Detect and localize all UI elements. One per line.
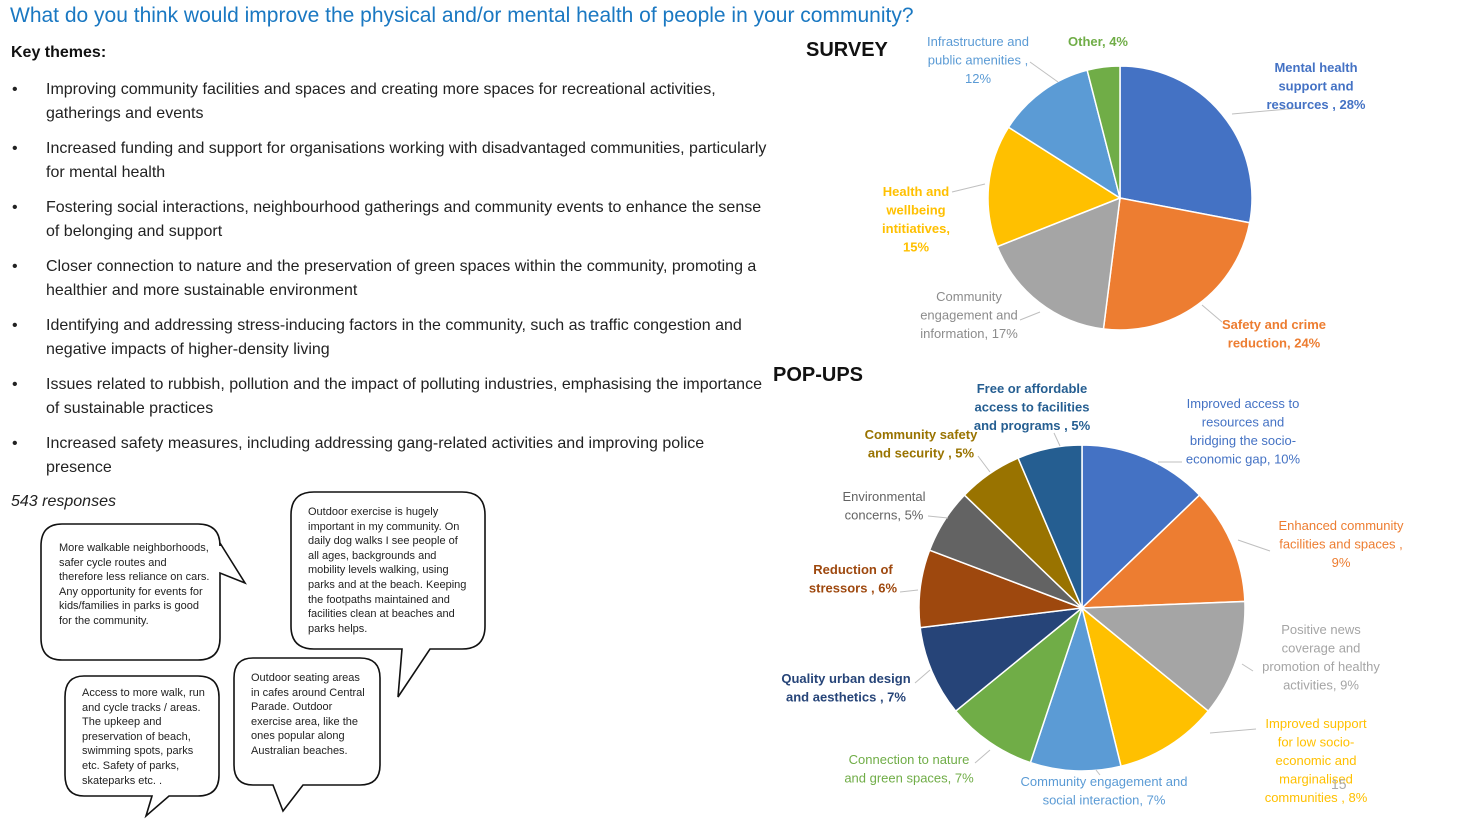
popups-leader-line [1053, 432, 1061, 447]
quote-text: Access to more walk, run and cycle track… [82, 687, 205, 787]
survey-slice [1119, 65, 1253, 224]
quote-bubble: Outdoor seating areas in cafes around Ce… [233, 657, 385, 815]
bullet-icon: • [12, 140, 18, 157]
themes-list: • Improving community facilities and spac… [12, 78, 772, 491]
bullet-icon: • [12, 199, 18, 216]
speech-bubble-icon [40, 523, 247, 661]
theme-item: • Identifying and addressing stress-induc… [12, 314, 772, 362]
survey-leader-line [951, 183, 986, 193]
quote-bubble: Outdoor exercise is hugely important in … [290, 491, 490, 701]
survey-slice-label: Other, 4% [1068, 34, 1128, 49]
popups-slice [1079, 600, 1246, 713]
theme-text: Issues related to rubbish, pollution and… [46, 376, 762, 417]
theme-text: Fostering social interactions, neighbour… [46, 199, 762, 240]
theme-text: Identifying and addressing stress-induci… [46, 317, 742, 358]
theme-item: • Closer connection to nature and the pre… [12, 255, 772, 303]
page-title: What do you think would improve the phys… [10, 4, 914, 27]
popups-slice [1081, 444, 1201, 610]
theme-text: Improving community facilities and space… [46, 81, 716, 122]
popups-slice [954, 605, 1084, 764]
popups-slice [1017, 444, 1083, 609]
popups-leader-line [914, 669, 931, 684]
quote-text: Outdoor seating areas in cafes around Ce… [251, 672, 365, 757]
theme-text: Closer connection to nature and the pres… [46, 258, 757, 299]
bullet-icon: • [12, 258, 18, 275]
survey-slice [1007, 69, 1122, 200]
theme-text: Increased safety measures, including add… [46, 435, 705, 476]
popups-leader-line [899, 589, 919, 593]
quote-text: More walkable neighborhoods, safer cycle… [59, 542, 210, 627]
bullet-icon: • [12, 435, 18, 452]
popups-chart-title: POP-UPS [773, 364, 864, 386]
survey-leader-line [1201, 304, 1223, 323]
popups-leader-line [977, 455, 991, 473]
survey-slice [1102, 197, 1251, 331]
speech-bubble-icon [290, 491, 486, 698]
speech-bubble-icon [64, 675, 220, 819]
survey-slice [996, 196, 1121, 330]
bullet-icon: • [12, 317, 18, 334]
survey-leader-line [1231, 107, 1301, 115]
popups-slice [1080, 605, 1210, 768]
popups-leader-line [927, 515, 949, 519]
theme-item: • Issues related to rubbish, pollution an… [12, 373, 772, 421]
survey-leader-line [1019, 311, 1041, 321]
key-themes-heading: Key themes: [11, 44, 107, 61]
theme-item: • Increased funding and support for organ… [12, 137, 772, 185]
response-count: 543 responses [11, 493, 116, 510]
theme-item: • Fostering social interactions, neighbou… [12, 196, 772, 244]
popups-slice [1080, 494, 1246, 609]
survey-slice [1086, 65, 1121, 199]
popups-slice [1029, 605, 1122, 772]
popups-leader-line [1095, 769, 1101, 776]
theme-item: • Improving community facilities and spac… [12, 78, 772, 126]
survey-chart-title: SURVEY [806, 39, 888, 61]
popups-leader-line [1209, 728, 1257, 734]
bullet-icon: • [12, 81, 18, 98]
quote-bubble: Access to more walk, run and cycle track… [64, 675, 224, 820]
bullet-icon: • [12, 376, 18, 393]
page-number: 15 [1331, 776, 1347, 792]
theme-item: • Increased safety measures, including ad… [12, 432, 772, 480]
quote-bubble: More walkable neighborhoods, safer cycle… [40, 523, 250, 663]
popups-leader-line [1237, 539, 1271, 552]
popups-leader-line [974, 749, 991, 764]
survey-slice [987, 126, 1122, 248]
speech-bubble-icon [233, 657, 381, 813]
popups-slice [919, 606, 1085, 713]
theme-text: Increased funding and support for organi… [46, 140, 767, 181]
quote-text: Outdoor exercise is hugely important in … [308, 506, 467, 635]
survey-leader-line [1029, 61, 1059, 83]
popups-leader-line [1241, 663, 1254, 672]
